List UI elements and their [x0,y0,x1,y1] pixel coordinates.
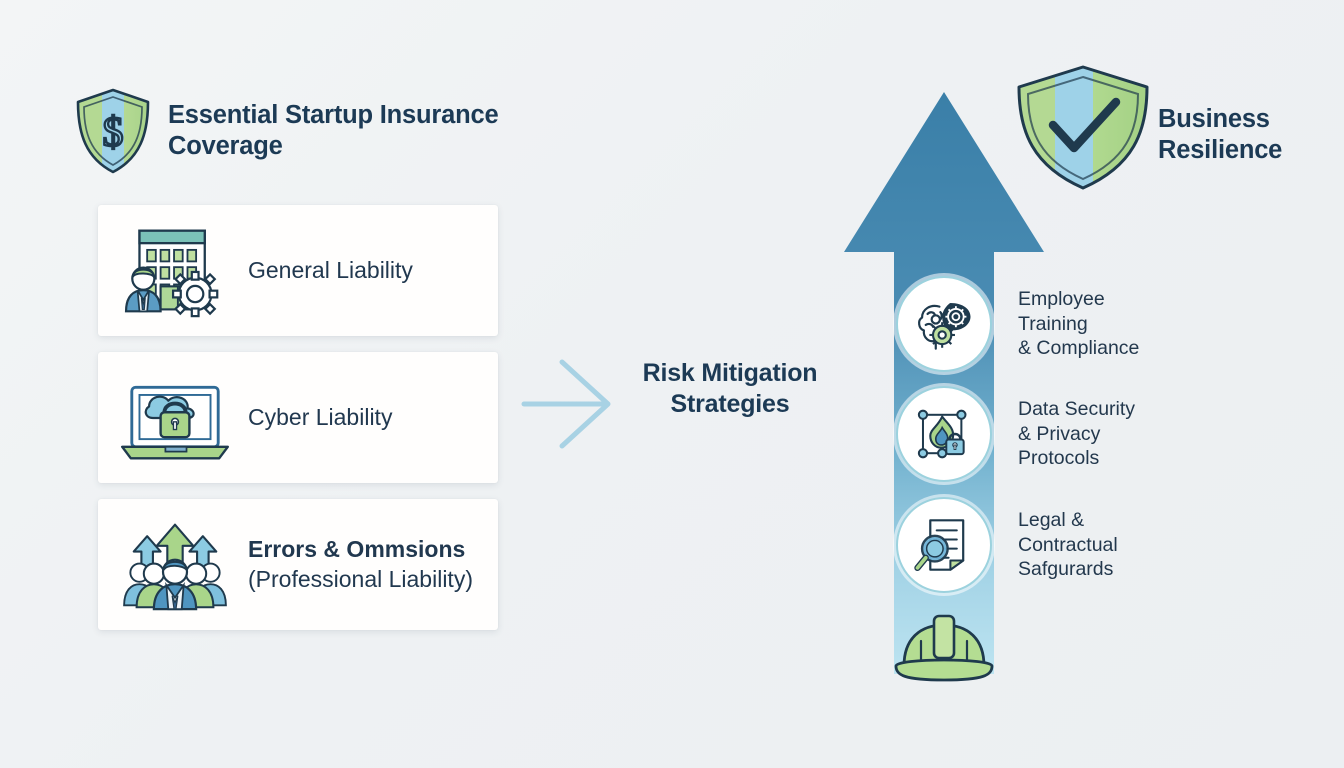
card-cyber-liability-label: Cyber Liability [248,403,393,430]
card-general-liability-label: General Liability [248,256,413,283]
step-legal-contractual[interactable]: Legal & Contractual Safgurards [896,493,1196,597]
step-employee-training[interactable]: Employee Training & Compliance [896,272,1196,376]
shield-dollar-icon: $ [72,86,154,174]
center-label-risk-mitigation: Risk Mitigation Strategies [642,359,818,419]
left-section-header: $ Essential Startup Insurance Coverage [72,84,542,176]
network-flame-lock-icon [896,386,992,482]
office-building-worker-gear-icon [116,221,234,321]
card-errors-omissions-subtitle: (Professional Liability) [248,565,473,592]
step-employee-training-label: Employee Training & Compliance [1018,287,1140,360]
team-growth-arrows-icon [116,515,234,615]
svg-text:$: $ [103,110,124,156]
chevron-right-arrow-icon [520,358,615,450]
document-magnifier-icon [896,497,992,593]
card-errors-omissions-label: Errors & Ommsions (Professional Liabilit… [234,535,473,594]
step-legal-contractual-label: Legal & Contractual Safgurards [1018,508,1118,581]
card-general-liability[interactable]: General Liability [98,205,498,336]
right-header-title: Business Resilience [1158,105,1283,165]
card-cyber-liability[interactable]: Cyber Liability [98,352,498,483]
brain-gears-icon [896,276,992,372]
card-errors-omissions-title: Errors & Ommsions [248,536,466,563]
up-arrow-icon [838,88,1050,678]
step-data-security[interactable]: Data Security & Privacy Protocols [896,382,1196,486]
card-errors-omissions[interactable]: Errors & Ommsions (Professional Liabilit… [98,499,498,630]
laptop-cloud-lock-icon [116,368,234,468]
shield-check-icon [1008,62,1158,192]
step-data-security-label: Data Security & Privacy Protocols [1018,397,1136,470]
left-header-title: Essential Startup Insurance Coverage [168,101,499,161]
hard-hat-icon [888,608,1000,686]
